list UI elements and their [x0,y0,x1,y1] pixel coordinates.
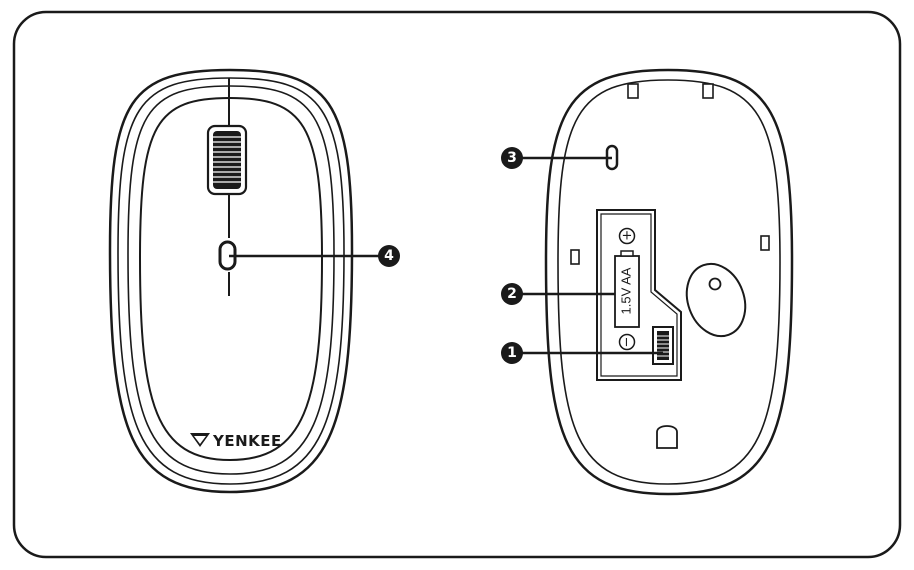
brand-name: YENKEE [212,432,282,450]
mouse-bottom-inner-edge [557,79,781,485]
minus-terminal-icon [618,333,636,351]
clip-slot [627,83,639,99]
scroll-wheel [206,124,248,196]
battery-terminal [620,250,634,257]
callout-number: 1 [507,345,517,361]
yenkee-logo-mark-icon [190,433,210,447]
callout-3: 3 [501,147,612,169]
mouse-bottom-outline [544,68,794,496]
callout-badge [378,245,400,267]
callout-badge [501,342,523,364]
plus-terminal-icon [618,227,636,245]
minus-sign: − [620,337,635,348]
clip-slot [702,83,714,99]
callout-2: 2 [501,283,615,305]
mouse-top-view: YENKEE [108,68,354,494]
callout-badge [501,283,523,305]
clip-slot [760,235,770,251]
plus-sign: + [622,229,633,244]
mouse-bottom-view: 1.5V AA + − [544,68,794,496]
callout-1: 1 [501,342,663,364]
mouse-top-rim [117,77,345,485]
bottom-hook-slot [656,425,678,449]
yenkee-logo: YENKEE [190,432,282,450]
clip-slot [570,249,580,265]
callout-4: 4 [229,245,400,267]
callout-number: 3 [507,150,517,166]
battery-label: 1.5V AA [618,267,633,314]
sensor-lens [685,262,747,338]
mouse-top-outline [108,68,354,494]
mouse-top-panel [138,96,324,462]
aa-battery [614,255,640,328]
callout-number: 2 [507,286,517,302]
mouse-top-bevel [127,85,335,475]
diagram-frame [12,10,902,559]
callout-badge [501,147,523,169]
callout-number: 4 [384,248,394,264]
power-switch [652,326,674,365]
